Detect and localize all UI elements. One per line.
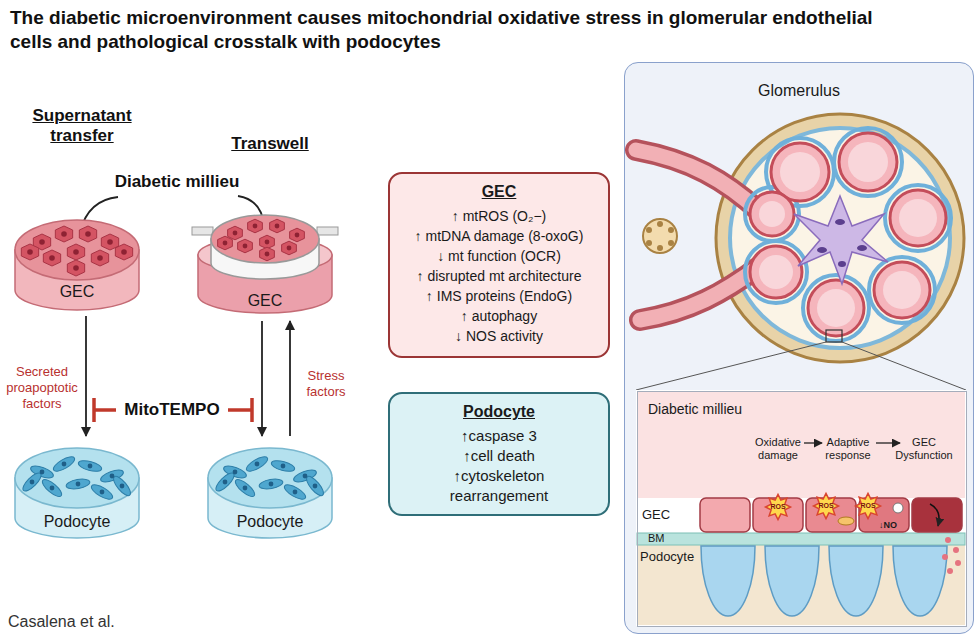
list-item: ↓ NOS activity — [396, 326, 602, 346]
list-item: ↑cytoskeleton rearrangement — [419, 466, 579, 506]
glomerulus-illustration — [636, 114, 966, 390]
list-item: ↑caspase 3 — [419, 426, 579, 446]
no-label: ↓NO — [876, 520, 900, 530]
findings-box: GEC↑ mtROS (O₂−)↑ mtDNA damage (8-oxoG)↓… — [388, 172, 610, 358]
list-item: ↑ disrupted mt architecture — [396, 266, 602, 286]
list-item: ↑ autophagy — [396, 306, 602, 326]
petri-dish: Podocyte — [12, 440, 142, 545]
list-item: ↑ IMS proteins (EndoG) — [396, 286, 602, 306]
ros-symbol-label: ROS — [816, 502, 836, 510]
diagram-title: The diabetic microenvironment causes mit… — [10, 6, 910, 54]
inset-box: Diabetic millieu — [637, 391, 967, 627]
edge-label: Stress factors — [296, 368, 356, 400]
flow-arrow — [261, 321, 263, 436]
findings-box: Podocyte ↑caspase 3↑cell death↑cytoskelet… — [388, 392, 610, 516]
dish-label: Podocyte — [12, 512, 142, 531]
list-item: ↑ mtDNA damage (8-oxoG) — [396, 226, 602, 246]
list-item: ↑ mtROS (O₂−) — [396, 206, 602, 226]
inhibition-bar — [94, 398, 252, 422]
layer-label: GEC — [642, 507, 670, 522]
transwell-dish: GEC — [190, 205, 340, 317]
glomerulus-panel: GlomerulusDiabetic millieu — [624, 62, 974, 634]
list-item: ↓ mt function (OCR) — [396, 246, 602, 266]
inset-heading: Diabetic millieu — [648, 400, 742, 418]
stage-label: GEC Dysfunction — [888, 436, 960, 462]
ros-symbol-label: ROS — [768, 503, 788, 511]
list-item: ↑cell death — [419, 446, 579, 466]
petri-dish: Podocyte — [205, 440, 335, 545]
section-heading: Transwell — [195, 134, 345, 154]
box-heading: GEC — [396, 182, 602, 202]
dish-label: GEC — [190, 291, 340, 310]
flow-arrow — [85, 316, 87, 436]
layer-label: BM — [648, 532, 665, 545]
inset-illustration — [636, 390, 966, 626]
edge-label: Secreted proapoptotic factors — [2, 364, 82, 412]
dish-label: GEC — [12, 282, 142, 301]
stage-label: Adaptive response — [818, 436, 878, 462]
panel-ground — [624, 62, 974, 634]
box-heading: Podocyte — [396, 402, 602, 422]
condition-label: Diabetic millieu — [92, 172, 262, 192]
caption: Casalena et al. — [8, 612, 115, 631]
ros-symbol-label: ROS — [858, 502, 878, 510]
flow-arrow — [289, 321, 291, 436]
dish-label: Podocyte — [205, 512, 335, 531]
panel-heading: Glomerulus — [625, 81, 973, 101]
inhibitor-label: MitoTEMPO — [120, 400, 224, 420]
stage-label: Oxidative damage — [750, 436, 806, 462]
section-heading: Supernatant transfer — [7, 106, 157, 146]
petri-dish: GEC — [12, 212, 142, 312]
layer-label: Podocyte — [640, 549, 694, 564]
